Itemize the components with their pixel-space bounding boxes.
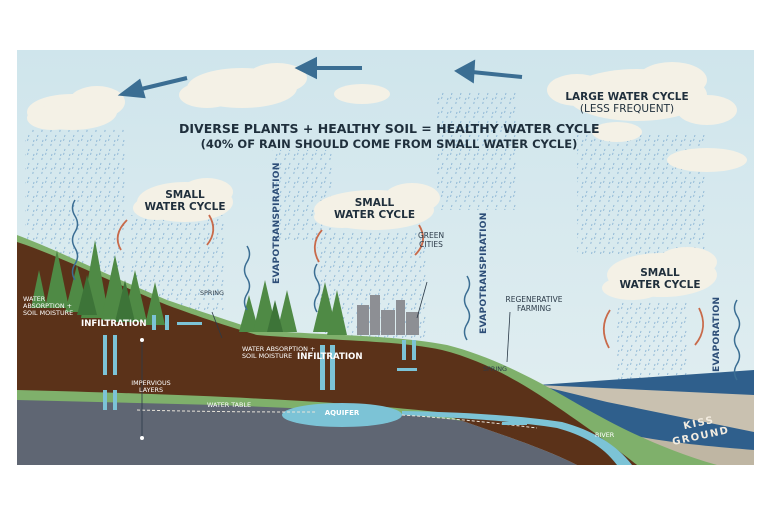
cloud-small-1: [133, 178, 233, 222]
small-cycle-2-line-1: SMALL: [354, 197, 395, 209]
large-cycle-line-2: (LESS FREQUENT): [579, 103, 675, 115]
regenerative-farming-line-1: REGENERATIVE: [505, 295, 563, 304]
regenerative-farming-line-2: FARMING: [516, 304, 552, 313]
wind-arrows: [117, 56, 523, 99]
small-cycle-1-line-1: SMALL: [165, 189, 205, 201]
large-cycle-line-1: LARGE WATER CYCLE: [565, 91, 689, 103]
infiltration-label-left: INFILTRATION: [81, 319, 147, 329]
city-buildings: [357, 295, 419, 335]
impervious-line-1: IMPERVIOUS: [131, 379, 171, 387]
title-line-1: DIVERSE PLANTS + HEALTHY SOIL = HEALTHY …: [179, 121, 600, 136]
water-absorption-left-line-2: ABSORPTION +: [23, 302, 73, 310]
impervious-line-2: LAYERS: [138, 386, 164, 394]
water-table-line: [136, 409, 538, 429]
rain-areas: [25, 90, 707, 390]
spring-label-upper: SPRING: [200, 289, 224, 297]
cloud-small-2: [314, 183, 440, 230]
aquifer-pool: [282, 403, 402, 427]
green-cities-line-2: CITIES: [419, 240, 443, 249]
infiltration-label-mid: INFILTRATION: [297, 352, 363, 362]
small-cycle-3-line-1: SMALL: [640, 267, 680, 279]
green-cities-line-1: GREEN: [417, 231, 445, 240]
shore: [547, 410, 754, 465]
water-absorption-left-line-3: SOIL MOISTURE: [23, 309, 74, 317]
diagram-illustration: [17, 50, 754, 465]
evaporation-wavy-arrows: [71, 199, 741, 381]
cloud-top-center: [179, 63, 307, 108]
water-cycle-diagram: DIVERSE PLANTS + HEALTHY SOIL = HEALTHY …: [17, 50, 754, 465]
water-table-label: WATER TABLE: [207, 401, 252, 409]
spring-label-lower: SPRING: [483, 365, 507, 373]
water-absorption-left-line-1: WATER: [23, 295, 46, 303]
clouds: [27, 62, 747, 300]
water-absorption-mid-line-1: WATER ABSORPTION +: [242, 345, 316, 353]
cloud-right-low: [592, 122, 747, 172]
cloud-top-mid: [334, 84, 390, 104]
small-cycle-3-line-2: WATER CYCLE: [619, 279, 701, 291]
impervious-marker-bottom: [140, 436, 144, 440]
cloud-small-3: [602, 247, 717, 300]
soil: [17, 242, 637, 465]
river-channel: [402, 411, 632, 465]
infiltration-arrows: [103, 315, 527, 425]
pointer-lines: [141, 281, 511, 438]
trees-dark: [77, 275, 283, 332]
cloud-left: [27, 86, 125, 130]
evapotranspiration-label-2: EVAPOTRANSPIRATION: [478, 212, 489, 334]
water-absorption-mid-line-2: SOIL MOISTURE: [242, 352, 293, 360]
cycle-arrows: [116, 214, 704, 349]
cloud-large-right: [547, 62, 737, 125]
aquifer-label: AQUIFER: [324, 409, 360, 417]
evaporation-label: EVAPORATION: [711, 296, 722, 372]
impervious-marker-top: [140, 338, 144, 342]
title-line-2: (40% OF RAIN SHOULD COME FROM SMALL WATE…: [200, 137, 578, 151]
small-cycle-1-line-2: WATER CYCLE: [144, 201, 226, 213]
evapotranspiration-label-1: EVAPOTRANSPIRATION: [271, 162, 282, 284]
small-cycle-2-line-2: WATER CYCLE: [333, 209, 415, 221]
river-label: RIVER: [595, 431, 615, 439]
bedrock: [17, 390, 577, 465]
beach: [537, 385, 754, 432]
